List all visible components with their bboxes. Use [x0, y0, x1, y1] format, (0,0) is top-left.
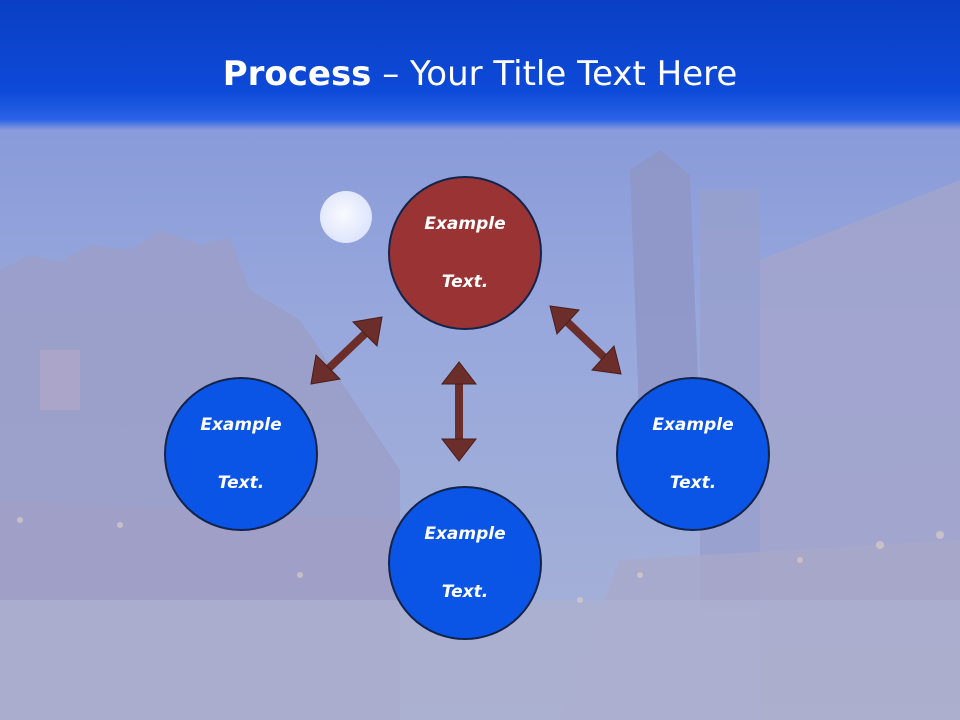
page-title: Process – Your Title Text Here [0, 52, 960, 96]
node-left-line2: Text. [217, 472, 265, 493]
title-band [0, 0, 960, 130]
node-top-line2: Text. [441, 271, 489, 292]
double-arrow-right [549, 305, 622, 375]
double-arrow-left [310, 316, 383, 385]
node-bottom-line2: Text. [441, 581, 489, 602]
title-rest: – Your Title Text Here [371, 54, 738, 94]
double-arrow-vertical [440, 361, 478, 462]
node-right-line2: Text. [669, 472, 717, 493]
title-bold: Process [222, 54, 372, 94]
node-bottom-line1: Example [424, 523, 506, 544]
moon-shape [320, 191, 372, 243]
node-left-line1: Example [200, 414, 282, 435]
node-top-line1: Example [424, 213, 506, 234]
node-right-line1: Example [652, 414, 734, 435]
